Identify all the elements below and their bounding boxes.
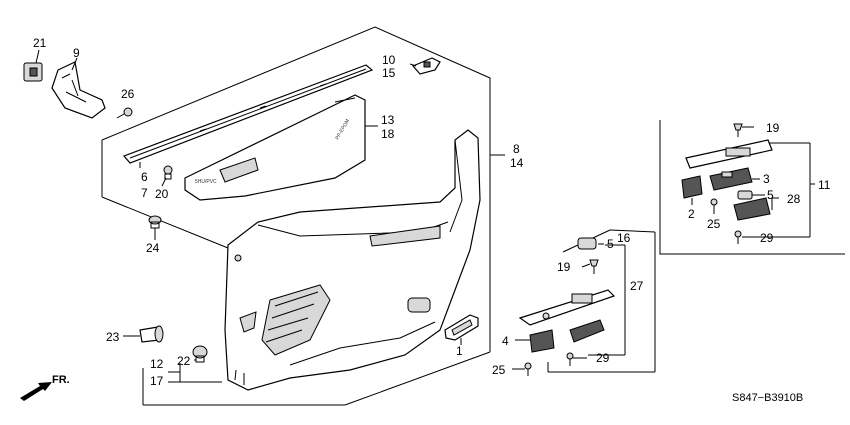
callout-24: 24 (146, 241, 160, 255)
screw-part-19b (733, 123, 743, 137)
screw-part-29b (734, 230, 742, 244)
main-assembly-frame (101, 26, 505, 406)
callout-17: 17 (150, 374, 164, 388)
callout-5a: 5 (607, 237, 614, 251)
callout-25a: 25 (492, 363, 506, 377)
clip-part-20 (163, 165, 173, 180)
inset-frame-part-11 (659, 120, 845, 255)
callout-1: 1 (456, 344, 463, 358)
callout-25b: 25 (707, 217, 721, 231)
clip-part-24 (148, 215, 162, 229)
callout-27: 27 (630, 279, 644, 293)
callout-28: 28 (787, 192, 801, 206)
callout-21: 21 (33, 36, 47, 50)
screw-part-26 (116, 107, 133, 119)
callout-18: 18 (381, 127, 395, 141)
callout-3: 3 (763, 172, 770, 186)
screw-part-25b (710, 198, 718, 211)
callout-19a: 19 (557, 260, 571, 274)
clip-part-10 (412, 57, 441, 75)
weatherstrip-part-6 (122, 64, 374, 164)
callout-4: 4 (502, 334, 509, 348)
inner-handle-part-1 (444, 314, 479, 341)
screw-part-25a (524, 362, 532, 376)
callout-9: 9 (73, 46, 80, 60)
door-trim-panel-part-8 (224, 129, 481, 391)
switch-part-4 (529, 329, 555, 353)
bracket-part-9 (51, 61, 106, 119)
switch-cover-part-5b (737, 190, 753, 200)
callout-19b: 19 (766, 121, 780, 135)
diagram-code: S847−B3910B (732, 392, 803, 404)
screw-part-23 (139, 325, 164, 343)
leader-lines (35, 49, 779, 383)
callout-7: 7 (141, 186, 148, 200)
screw-part-19a (589, 259, 599, 274)
callout-2: 2 (688, 207, 695, 221)
callout-29b: 29 (760, 231, 774, 245)
switch-panel-part-27 (518, 289, 616, 326)
callout-11: 11 (818, 178, 831, 192)
switch-unit-part-3 (709, 167, 753, 191)
callout-26: 26 (121, 87, 135, 101)
switch-unit-part-27 (569, 319, 605, 343)
svg-text:5HU/PVC: 5HU/PVC (195, 179, 217, 185)
switch-part-2 (681, 175, 703, 199)
front-direction-arrow (20, 382, 52, 401)
callout-20: 20 (155, 187, 169, 201)
callout-10: 10 (382, 53, 396, 67)
callout-labels: 21 9 26 10 15 13 18 8 14 6 7 20 24 23 22… (33, 36, 831, 404)
clip-part-21 (23, 62, 43, 82)
callout-14: 14 (510, 156, 524, 170)
callout-23: 23 (106, 330, 120, 344)
callout-15: 15 (382, 66, 396, 80)
callout-6: 6 (141, 170, 148, 184)
callout-8: 8 (513, 142, 520, 156)
callout-22: 22 (177, 354, 191, 368)
switch-panel-part-11 (685, 139, 773, 169)
callout-5b: 5 (767, 188, 774, 202)
clip-part-22 (192, 345, 208, 363)
front-label: FR. (52, 374, 70, 386)
switch-cover-part-5a (577, 237, 597, 250)
callout-13: 13 (381, 113, 395, 127)
pocket-panel-part-13: 5HU/PVC PP-EPDM (184, 94, 366, 201)
callout-12: 12 (150, 357, 164, 371)
callout-16: 16 (617, 231, 631, 245)
callout-29a: 29 (596, 351, 610, 365)
screw-part-29a (566, 352, 574, 366)
switch-unit-part-28 (733, 197, 771, 221)
